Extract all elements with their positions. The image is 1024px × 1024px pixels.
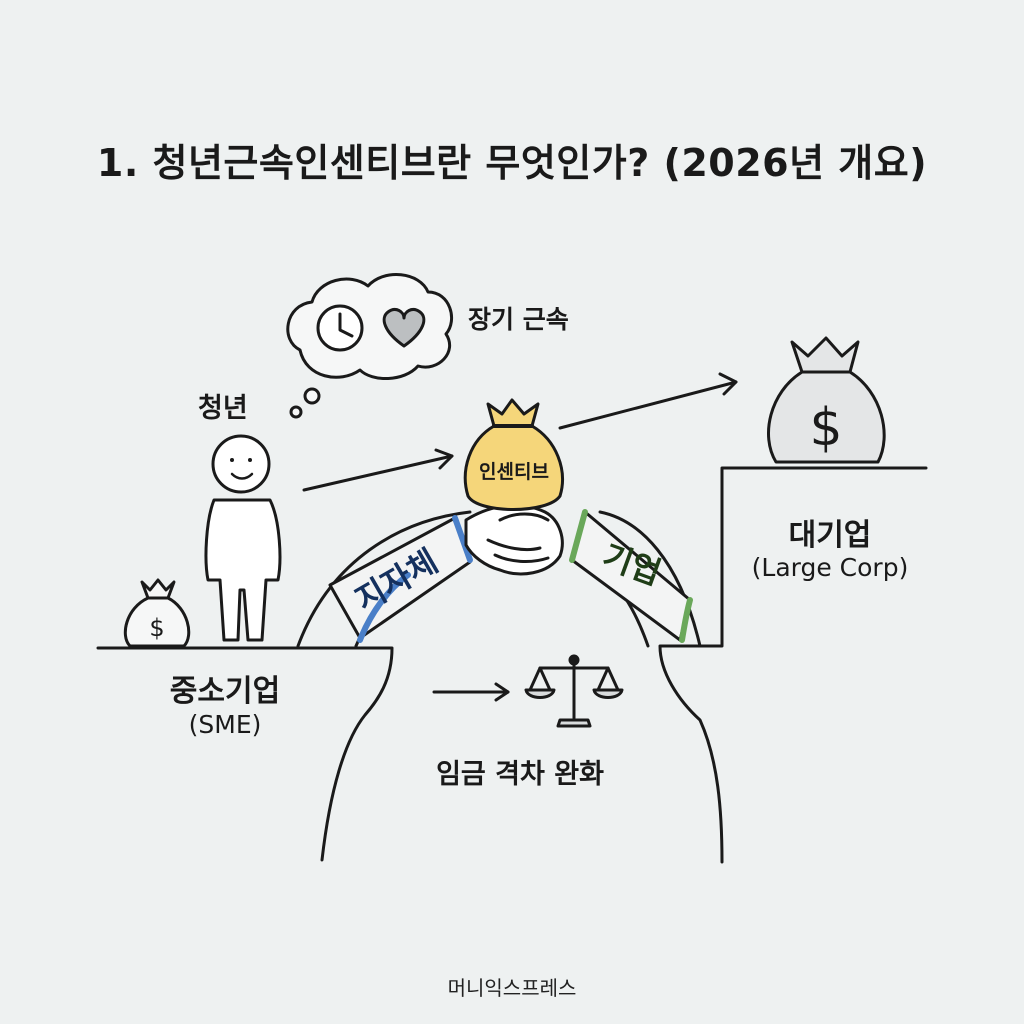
small-money-bag: $ — [123, 578, 191, 648]
wage-gap-label: 임금 격차 완화 — [436, 759, 604, 790]
sme-label: 중소기업 — [169, 674, 281, 709]
local-gov-sleeve: 지자체 — [328, 515, 473, 643]
page-title: 1. 청년근속인센티브란 무엇인가? (2026년 개요) — [96, 141, 928, 185]
arrow-incentive-to-large — [558, 380, 738, 430]
long-term-label: 장기 근속 — [468, 305, 569, 334]
dollar-icon: $ — [809, 398, 842, 458]
incentive-bag: 인센티브 — [463, 398, 564, 511]
scale-icon — [524, 654, 624, 728]
large-corp-cliff — [658, 466, 928, 864]
sme-en-label: (SME) — [188, 710, 262, 739]
large-corp-en-label: (Large Corp) — [751, 553, 909, 582]
handshake-icon — [464, 503, 564, 576]
incentive-label: 인센티브 — [479, 461, 549, 483]
thought-cloud — [286, 273, 454, 419]
large-corp-label: 대기업 — [788, 518, 872, 553]
footer-brand: 머니익스프레스 — [447, 976, 577, 1000]
clock-icon — [316, 304, 364, 352]
sme-cliff — [96, 646, 394, 862]
youth-label: 청년 — [198, 393, 248, 424]
arrow-youth-to-incentive — [302, 454, 454, 492]
heart-icon — [382, 308, 426, 348]
dollar-icon: $ — [149, 614, 164, 642]
company-sleeve: 기업 — [569, 509, 693, 643]
youth-figure — [204, 434, 282, 642]
big-money-bag: $ — [767, 336, 886, 464]
bridge-arc — [296, 510, 472, 648]
